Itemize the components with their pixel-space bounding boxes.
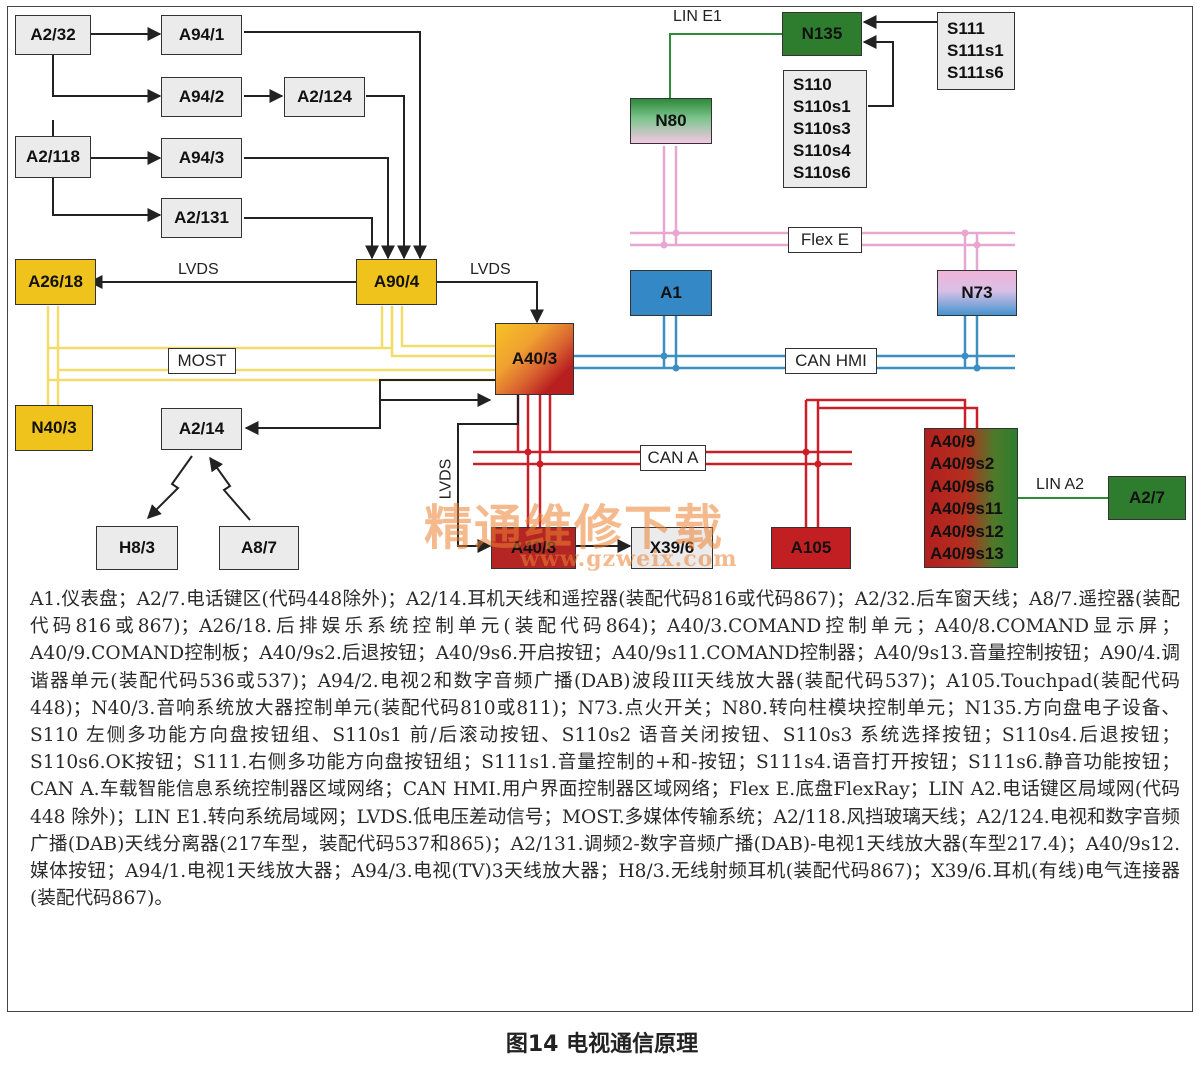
node-a26-18: A26/18 (15, 259, 96, 305)
label-lin-e1: LIN E1 (673, 8, 722, 25)
label-can-a: CAN A (640, 445, 706, 471)
label-lvds-right: LVDS (470, 261, 511, 278)
node-a2-118: A2/118 (15, 136, 91, 178)
node-a8-7: A8/7 (219, 526, 299, 570)
antenna-lines (52, 15, 937, 553)
label-s110s1: S110s1 (793, 97, 851, 116)
node-a94-2: A94/2 (161, 77, 242, 117)
node-s111-group: S111 S111s1 S111s6 (937, 12, 1015, 90)
node-s110-group: S110 S110s1 S110s3 S110s4 S110s6 (783, 70, 867, 188)
label-s110s3: S110s3 (793, 119, 851, 138)
node-a2-14: A2/14 (161, 408, 242, 450)
label-a40-9s13: A40/9s13 (930, 544, 1004, 563)
watermark-url: www.gzweix.com (520, 546, 738, 572)
node-a90-4: A90/4 (356, 259, 437, 305)
node-n80: N80 (630, 98, 712, 144)
label-s111: S111 (947, 19, 985, 38)
label-a40-9s6: A40/9s6 (930, 476, 995, 496)
label-can-hmi: CAN HMI (785, 348, 877, 374)
node-a2-32: A2/32 (15, 15, 91, 55)
node-a1: A1 (630, 270, 712, 316)
label-s111s1: S111s1 (947, 41, 1004, 60)
label-a40-9s2: A40/9s2 (930, 454, 995, 473)
label-most: MOST (168, 348, 236, 374)
wireless-links (147, 455, 251, 521)
label-s110s6: S110s6 (793, 163, 851, 182)
label-a40-9s11: A40/9s11 (930, 499, 1003, 518)
can-a-junctions (524, 448, 822, 468)
label-lin-a2: LIN A2 (1036, 476, 1085, 493)
node-a94-3: A94/3 (161, 138, 242, 178)
node-h8-3: H8/3 (96, 526, 178, 570)
legend-text: A1.仪表盘；A2/7.电话键区(代码448除外)；A2/14.耳机天线和遥控器… (30, 589, 1180, 910)
most-bus (46, 306, 495, 418)
node-a2-124: A2/124 (284, 77, 365, 117)
node-a2-131: A2/131 (161, 198, 242, 238)
label-lvds-left: LVDS (178, 261, 219, 278)
label-s110: S110 (793, 75, 832, 94)
node-a40-9-group: A40/9 A40/9s2 A40/9s6 A40/9s11 A40/9s12 … (924, 428, 1018, 568)
lin-lines (669, 33, 1108, 499)
node-n73: N73 (937, 270, 1017, 316)
label-a40-9s12: A40/9s12 (930, 521, 1004, 541)
label-s110s4: S110s4 (793, 141, 851, 160)
can-hmi-junctions (660, 352, 981, 372)
node-n135: N135 (782, 12, 862, 56)
label-a40-9: A40/9 (930, 431, 976, 451)
flex-e-junctions (660, 229, 981, 249)
node-a94-1: A94/1 (161, 15, 242, 55)
node-x39-6: X39/6 (631, 527, 713, 569)
node-a40-3: A40/3 (495, 323, 574, 395)
node-a105: A105 (771, 527, 851, 569)
label-s111s6: S111s6 (947, 63, 1004, 82)
node-a2-7: A2/7 (1108, 476, 1186, 520)
node-n40-3: N40/3 (15, 405, 93, 451)
node-a40-8: A40/8 (491, 527, 576, 569)
figure-caption: 图14 电视通信原理 (505, 1032, 699, 1057)
label-flex-e: Flex E (788, 227, 862, 253)
watermark-title: 精通维修下载 (424, 500, 725, 556)
